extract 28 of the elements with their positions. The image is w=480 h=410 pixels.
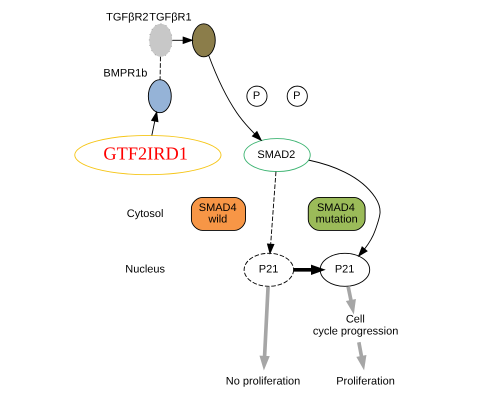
arrow [356, 342, 366, 370]
node-ellipse [148, 23, 172, 58]
connector [159, 56, 160, 80]
node-text: Cell cycle progression [312, 314, 398, 338]
arrow [208, 54, 262, 142]
node-label: BMPR1b [102, 68, 147, 80]
arrow [172, 36, 194, 44]
arrow [150, 110, 158, 136]
node-circle: P [246, 86, 267, 107]
node-label: TGFβR1 [148, 12, 192, 24]
node-box: SMAD4 wild [190, 196, 246, 231]
arrow [345, 286, 356, 314]
node-box: SMAD4 mutation [307, 196, 366, 231]
node-text: Proliferation [336, 375, 394, 388]
node-ellipse: SMAD2 [243, 138, 310, 172]
node-circle: P [286, 86, 308, 107]
node-ellipse [191, 23, 216, 58]
label: Nucleus [124, 264, 164, 276]
label: Cytosol [126, 208, 163, 220]
node-text: No proliferation [225, 375, 300, 388]
node-ellipse [147, 79, 172, 114]
node-label: TGFβR2 [106, 12, 148, 24]
node-ellipse: P21 [319, 252, 370, 287]
node-ellipse: P21 [243, 252, 294, 287]
arrow [258, 286, 270, 371]
arrow [293, 264, 326, 275]
node-ellipse: GTF2IRD1 [74, 134, 221, 176]
arrow [266, 171, 276, 255]
